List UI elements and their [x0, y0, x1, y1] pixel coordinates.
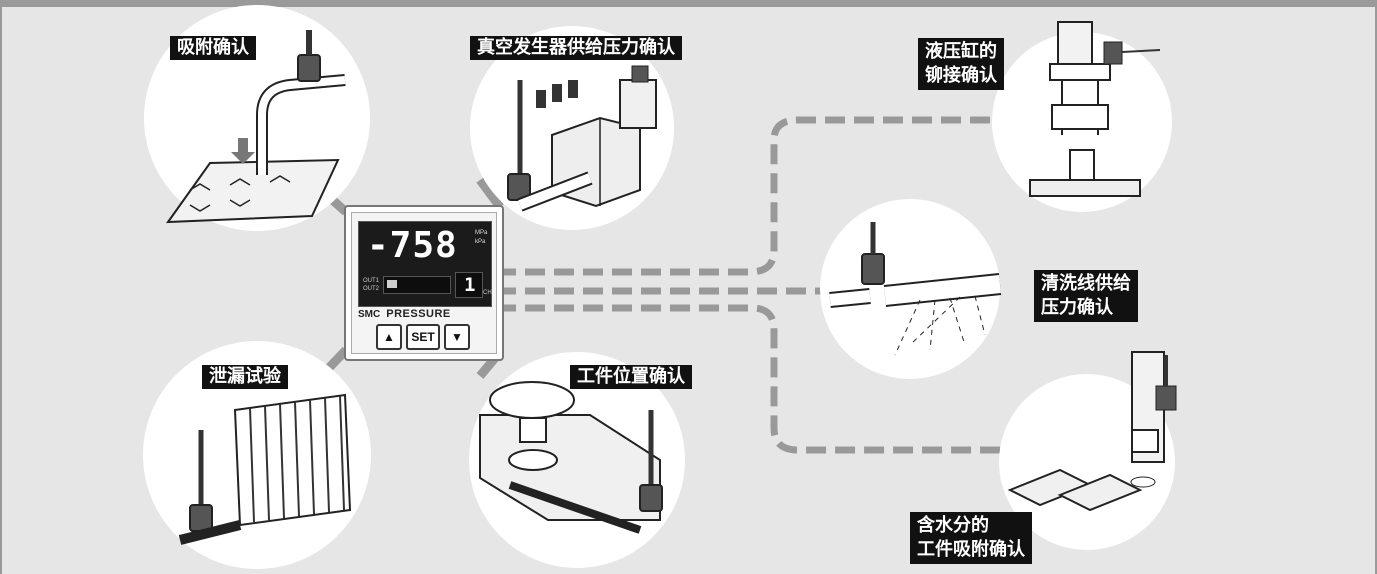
top-border — [0, 0, 1377, 7]
label-cleaning-line-line1: 清洗线供给 — [1041, 273, 1131, 294]
down-button[interactable]: ▼ — [444, 324, 470, 350]
out2-label: OUT2 — [363, 286, 380, 292]
dashed-connectors — [496, 116, 1020, 454]
left-border — [0, 0, 2, 574]
label-wet-workpiece-line1: 含水分的 — [917, 515, 989, 536]
label-wet-workpiece-line2: 工件吸附确认 — [917, 539, 1025, 560]
label-cleaning-line-line2: 压力确认 — [1041, 297, 1113, 318]
channel-number: 1 — [464, 274, 476, 296]
label-adsorption: 吸附确认 — [170, 36, 256, 60]
label-cylinder-rivet-line2: 铆接确认 — [925, 65, 997, 86]
out1-label: OUT1 — [363, 278, 380, 284]
sub-display — [383, 276, 451, 294]
controller-display: -758 MPa kPa OUT1 OUT2 1 CH — [358, 221, 492, 307]
up-button[interactable]: ▲ — [376, 324, 402, 350]
right-border — [1375, 0, 1377, 574]
channel-label: CH — [483, 290, 492, 296]
circle-vacuum-supply — [470, 26, 674, 230]
status-led — [387, 280, 397, 288]
circle-cylinder-rivet — [992, 21, 1172, 212]
circle-wet-workpiece — [999, 351, 1177, 550]
label-cylinder-rivet-line1: 液压缸的 — [925, 41, 997, 62]
label-vacuum-supply: 真空发生器供给压力确认 — [470, 36, 682, 60]
brand-logo: SMC — [358, 309, 381, 320]
controller-brand: SMC PRESSURE — [358, 308, 451, 320]
circle-cleaning-line — [820, 199, 1002, 379]
channel-display: 1 — [455, 272, 483, 298]
circle-leak-test — [143, 341, 371, 569]
pressure-reading: -758 — [367, 225, 458, 266]
label-cylinder-rivet: 液压缸的 铆接确认 — [918, 38, 1004, 90]
unit-kpa: kPa — [475, 239, 486, 245]
label-cleaning-line: 清洗线供给 压力确认 — [1034, 270, 1138, 322]
circle-adsorption — [144, 5, 370, 231]
unit-mpa: MPa — [475, 230, 488, 236]
label-wet-workpiece: 含水分的 工件吸附确认 — [910, 512, 1032, 564]
circle-workpiece-position — [469, 352, 685, 568]
model-label: PRESSURE — [386, 308, 451, 320]
set-button[interactable]: SET — [406, 324, 440, 350]
label-leak-test: 泄漏试验 — [202, 365, 288, 389]
label-workpiece-position: 工件位置确认 — [570, 365, 692, 389]
